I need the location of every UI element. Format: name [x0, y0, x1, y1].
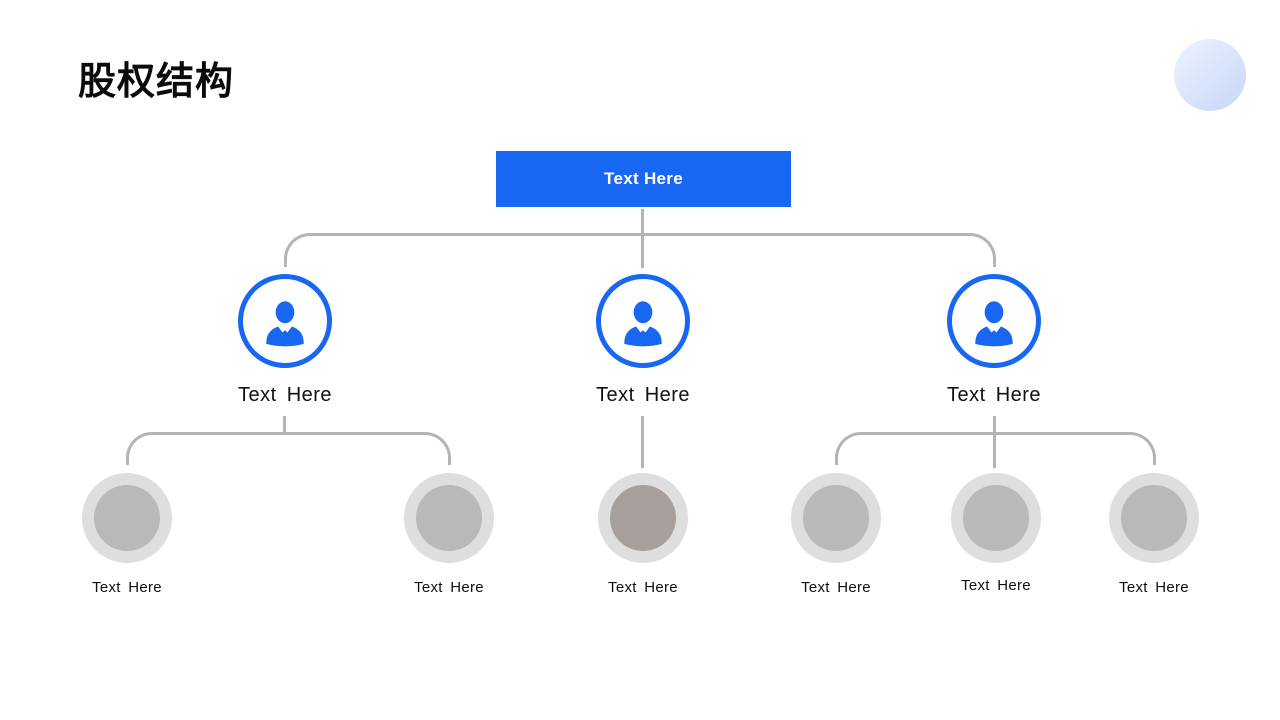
connector-bracket-level1 — [284, 233, 996, 267]
child-node-5 — [951, 473, 1041, 563]
root-node: Text Here — [496, 151, 791, 207]
child-node-1 — [82, 473, 172, 563]
businessperson-icon — [975, 301, 1013, 347]
person-node-3 — [947, 274, 1041, 368]
child-node-3-label: Text Here — [608, 579, 678, 596]
child-node-2-label: Text Here — [414, 579, 484, 596]
child-node-3 — [598, 473, 688, 563]
child-node-2 — [404, 473, 494, 563]
child-node-6 — [1109, 473, 1199, 563]
businessperson-icon — [266, 301, 304, 347]
child-node-1-label: Text Here — [92, 579, 162, 596]
child-node-5-core — [963, 485, 1029, 551]
businessperson-icon — [624, 301, 662, 347]
connector-root-trunk — [641, 209, 644, 268]
child-node-1-core — [94, 485, 160, 551]
child-node-3-core — [610, 485, 676, 551]
child-node-2-core — [416, 485, 482, 551]
person-node-2 — [596, 274, 690, 368]
child-node-5-label: Text Here — [961, 577, 1031, 594]
child-node-6-core — [1121, 485, 1187, 551]
gradient-circle-decoration — [1174, 39, 1246, 111]
person-node-1 — [238, 274, 332, 368]
person-node-1-label: Text Here — [237, 384, 333, 406]
child-node-4 — [791, 473, 881, 563]
connector-bracket-group3 — [835, 432, 1156, 465]
person-node-2-label: Text Here — [595, 384, 691, 406]
connector-group3-stub — [993, 416, 996, 468]
person-node-3-label: Text Here — [946, 384, 1042, 406]
child-node-4-core — [803, 485, 869, 551]
connector-group1-stub — [283, 416, 286, 435]
child-node-4-label: Text Here — [801, 579, 871, 596]
root-node-label: Text Here — [604, 169, 683, 188]
connector-bracket-group1 — [126, 432, 451, 465]
connector-group2-line — [641, 416, 644, 468]
child-node-6-label: Text Here — [1119, 579, 1189, 596]
page-title: 股权结构 — [78, 61, 235, 103]
